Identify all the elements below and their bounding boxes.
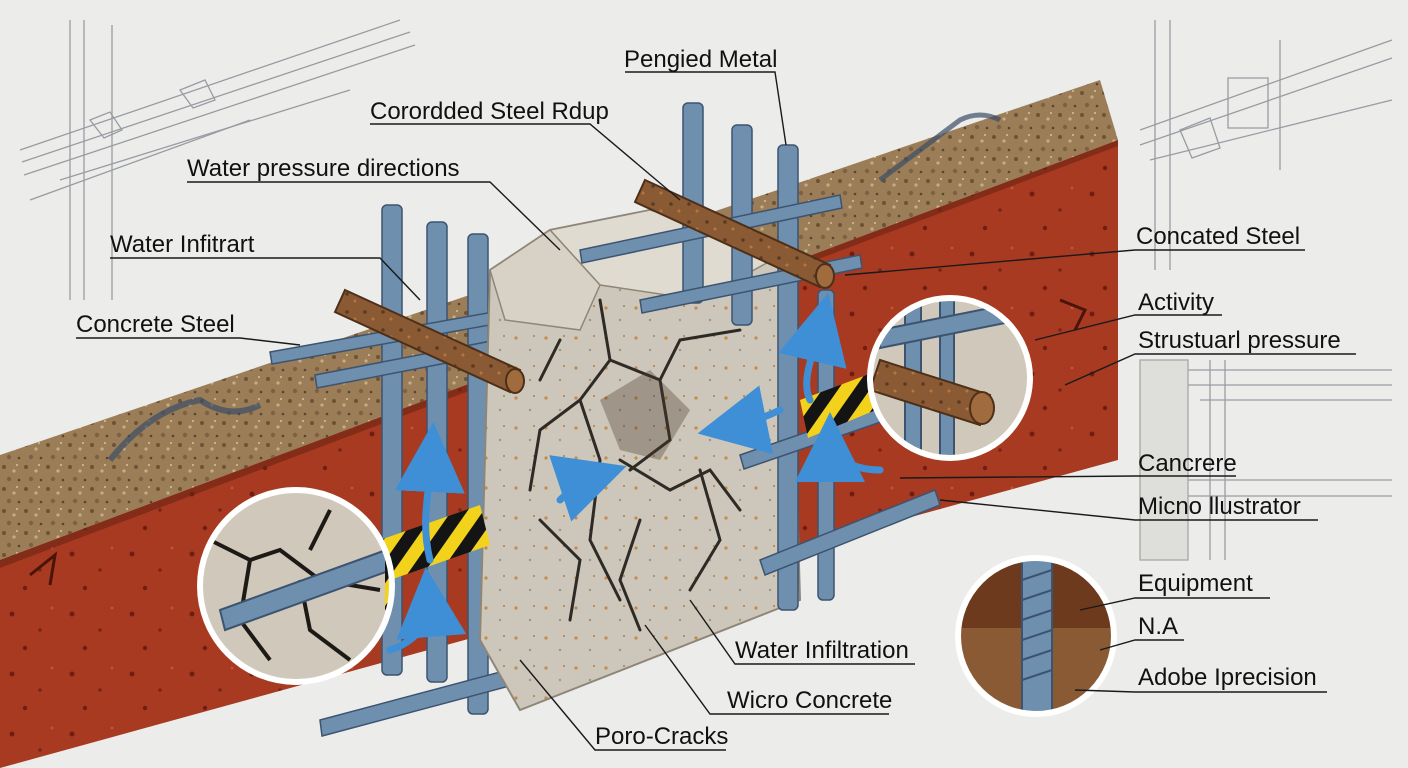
label-equipment: Equipment <box>1138 570 1253 597</box>
sketch-lines-right <box>1139 20 1393 561</box>
water-arrows <box>386 292 884 654</box>
label-water-infiltrart: Water Infitrart <box>110 231 255 258</box>
wooden-beams <box>333 178 835 394</box>
detail-circle-bottom <box>955 555 1117 717</box>
label-corroded-steel-rdup: Corordded Steel Rdup <box>370 98 609 125</box>
label-activity: Activity <box>1138 289 1215 316</box>
label-cancrere: Cancrere <box>1138 450 1237 477</box>
label-wicro-concrete: Wicro Concrete <box>727 687 893 714</box>
label-concrete-steel: Concrete Steel <box>76 311 235 338</box>
hazard-band-left <box>380 505 490 580</box>
label-na: N.A <box>1138 613 1179 640</box>
label-poro-cracks: Poro-Cracks <box>595 723 729 750</box>
label-water-pressure-directions: Water pressure directions <box>187 155 460 182</box>
detail-circle-left <box>197 487 395 685</box>
label-structural-pressure: Strustuarl pressure <box>1138 327 1341 354</box>
label-concated-steel: Concated Steel <box>1136 223 1301 250</box>
label-adobe-iprecision: Adobe Iprecision <box>1138 664 1317 691</box>
concrete-block <box>478 208 802 712</box>
leader-lines <box>76 71 1356 751</box>
sketch-lines-left <box>19 19 416 300</box>
detail-circle-right <box>867 295 1033 461</box>
label-water-infiltration: Water Infiltration <box>735 637 909 664</box>
label-micno-illustrator: Micno llustrator <box>1138 493 1301 520</box>
label-pengied-metal: Pengied Metal <box>624 46 778 73</box>
